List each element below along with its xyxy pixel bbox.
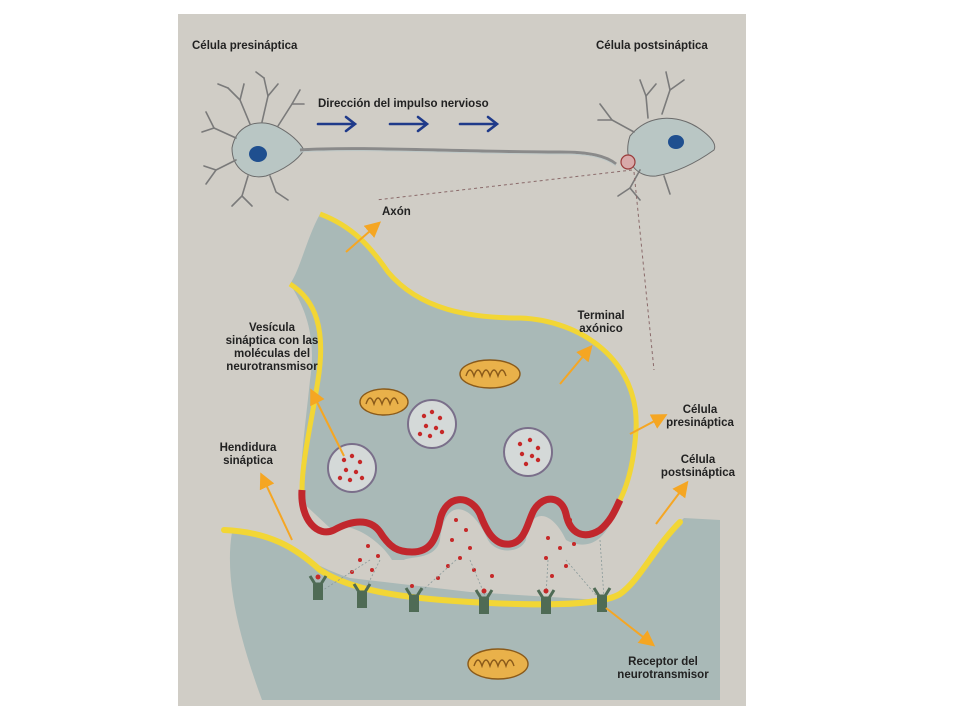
presynaptic-membrane-left — [288, 281, 324, 491]
neurotransmitter-receptors — [308, 574, 612, 614]
active-zone-membrane — [298, 489, 624, 556]
label-impulse-direction: Dirección del impulso nervioso — [318, 98, 489, 110]
postsynaptic-neuron — [597, 71, 716, 201]
synaptic-vesicle-2 — [503, 427, 553, 477]
mitochondrion-3 — [467, 648, 529, 680]
zoom-guide-right — [633, 171, 655, 371]
postsynaptic-cytoplasm — [229, 518, 720, 700]
postsynaptic-membrane — [221, 519, 683, 608]
label-neurotransmitter-receptor: Receptor del neurotransmisor — [617, 656, 709, 681]
label-postsynaptic-cell-top: Célula postsináptica — [596, 40, 708, 52]
released-neurotransmitters — [350, 498, 576, 588]
presynaptic-neuron — [201, 71, 305, 207]
label-pointer-arrows — [259, 221, 689, 647]
axon-fiber — [299, 147, 617, 166]
synaptic-vesicle-3 — [327, 443, 377, 493]
mitochondrion-1 — [359, 388, 409, 416]
presynaptic-membrane-right — [319, 211, 639, 502]
axon-terminal-cytoplasm — [290, 214, 637, 560]
label-presynaptic-cell-top: Célula presináptica — [192, 40, 298, 52]
label-postsynaptic-cell: Célula postsináptica — [660, 454, 736, 479]
zoom-guide-left — [375, 169, 633, 201]
label-axon-terminal: Terminal axónico — [577, 310, 625, 335]
axon-fiber-highlight — [299, 150, 617, 167]
label-axon: Axón — [382, 206, 411, 218]
label-presynaptic-cell: Célula presináptica — [666, 404, 734, 429]
label-synaptic-vesicle: Vesícula sináptica con las moléculas del… — [225, 322, 319, 373]
impulse-direction-arrows — [316, 115, 500, 133]
label-synaptic-cleft: Hendidura sináptica — [219, 442, 277, 467]
synaptic-vesicle-1 — [407, 399, 457, 449]
mitochondrion-2 — [459, 359, 521, 389]
